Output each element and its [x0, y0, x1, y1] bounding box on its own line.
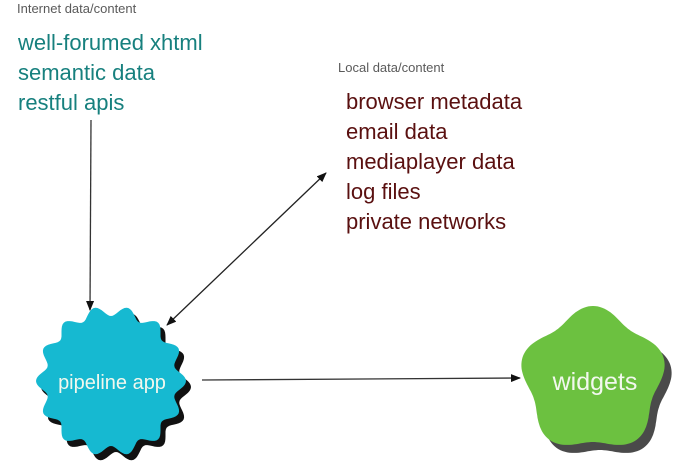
- internet-sources-list: well-forumed xhtml semantic data restful…: [18, 28, 203, 118]
- internet-heading: Internet data/content: [17, 1, 137, 16]
- local-heading: Local data/content: [338, 60, 445, 75]
- widgets-node-label: widgets: [552, 368, 638, 396]
- local-item: email data: [346, 119, 448, 144]
- arrow-pipeline-to-widgets: [201, 374, 521, 383]
- local-sources-list: browser metadata email data mediaplayer …: [346, 87, 522, 237]
- internet-item: restful apis: [18, 90, 125, 115]
- internet-item: well-forumed xhtml: [18, 30, 203, 55]
- arrow-local-pipeline-bidirectional: [166, 172, 327, 326]
- arrow-internet-to-pipeline: [86, 119, 95, 311]
- widgets-node: widgets: [521, 306, 672, 453]
- local-item: browser metadata: [346, 89, 523, 114]
- internet-item: semantic data: [18, 60, 155, 85]
- pipeline-app-node: pipeline app: [36, 307, 191, 461]
- local-item: mediaplayer data: [346, 149, 515, 174]
- widgets-node-shape: [521, 306, 665, 445]
- pipeline-node-label: pipeline app: [58, 372, 166, 394]
- local-item: log files: [346, 179, 421, 204]
- local-item: private networks: [346, 209, 507, 234]
- pipeline-node-shape: [36, 307, 186, 455]
